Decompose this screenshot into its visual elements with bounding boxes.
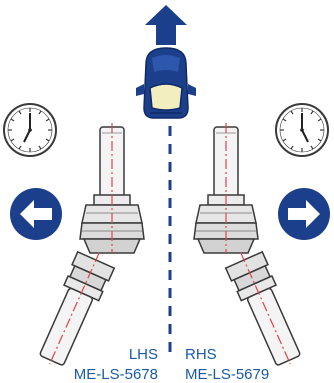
- right-clock-icon: [275, 103, 329, 157]
- lhs-side-label: LHS: [128, 346, 158, 363]
- left-arrow-circle-icon: [10, 188, 62, 240]
- car-top-view-icon: [136, 47, 196, 119]
- right-strut-part: [193, 122, 310, 374]
- left-clock-icon: [3, 103, 57, 157]
- rhs-part-number: ME-LS-5679: [185, 366, 270, 383]
- up-arrow-icon: [145, 5, 187, 45]
- rhs-side-label: RHS: [185, 346, 217, 363]
- left-strut-part: [30, 122, 145, 374]
- right-arrow-circle-icon: [278, 188, 330, 240]
- lhs-part-number: ME-LS-5678: [73, 366, 158, 383]
